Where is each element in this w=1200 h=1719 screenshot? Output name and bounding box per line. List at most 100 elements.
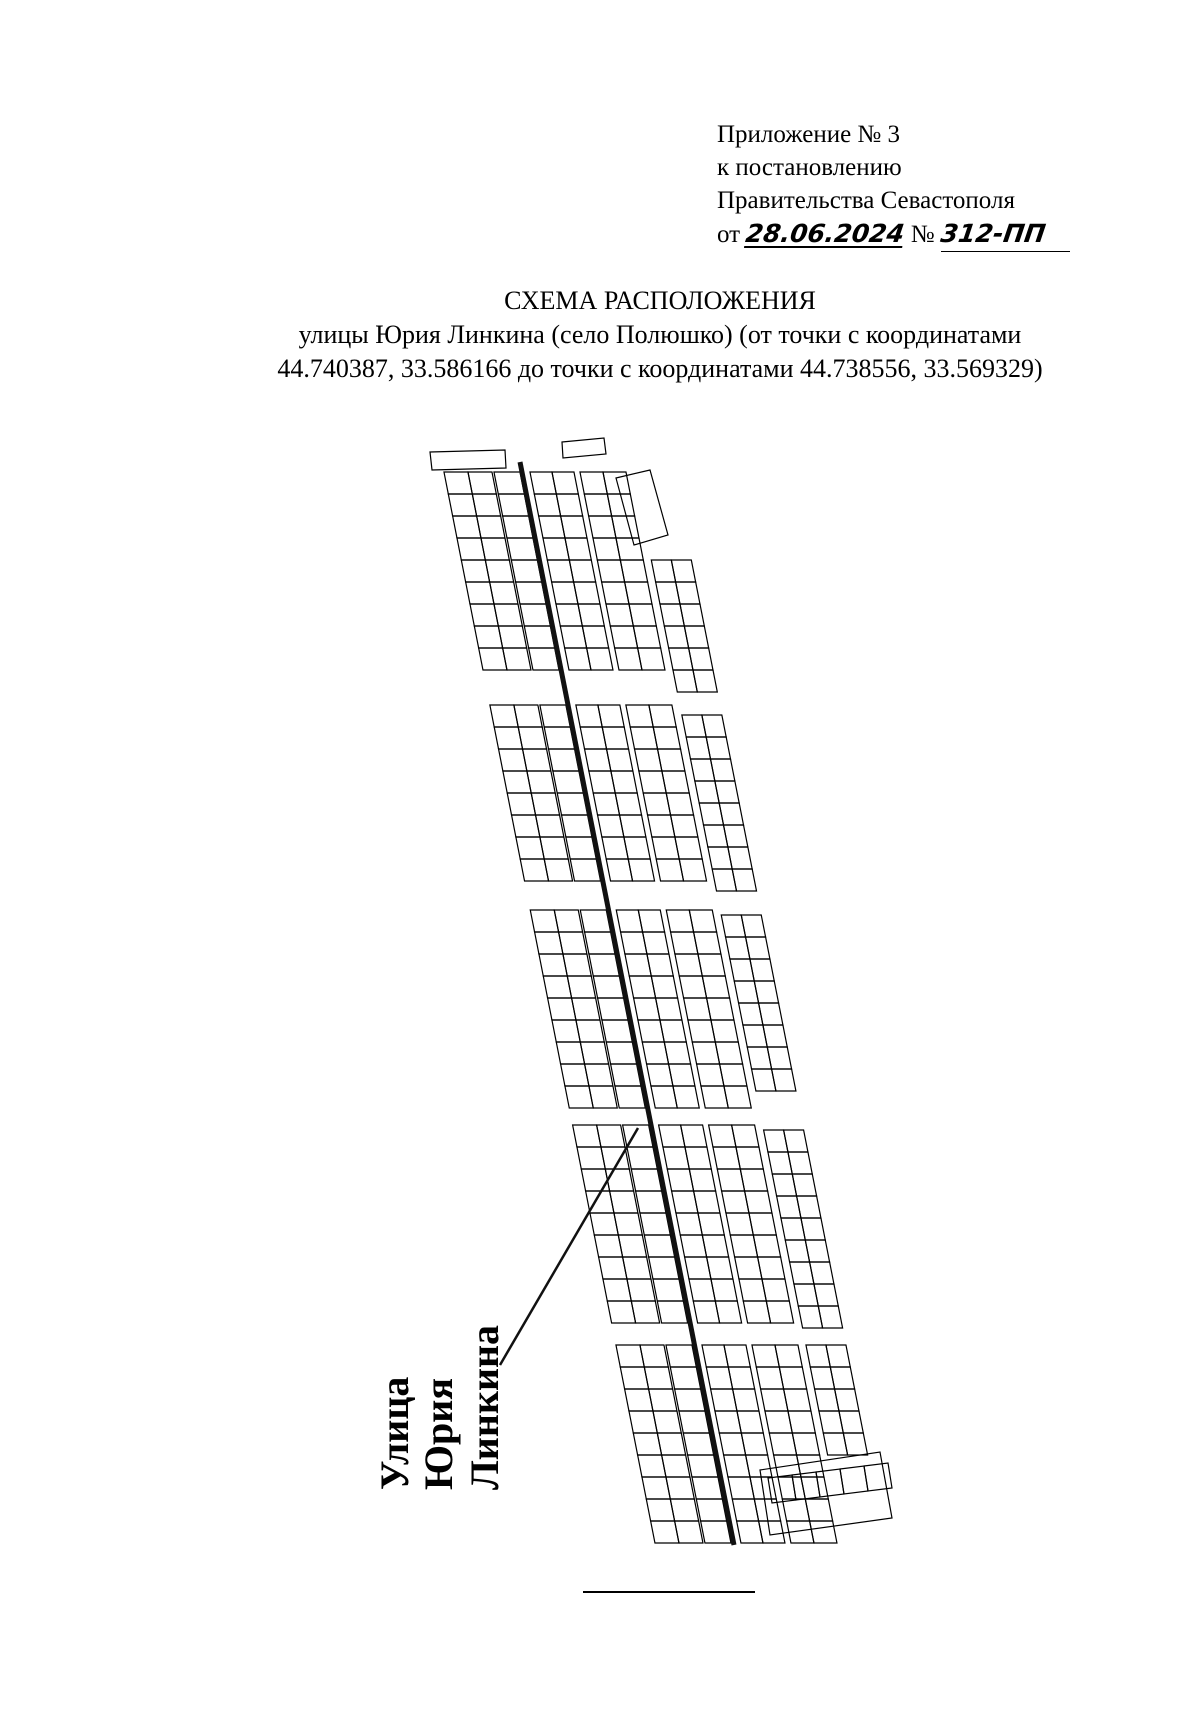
land-plot [710, 1278, 739, 1302]
land-plot [627, 858, 656, 882]
land-plot [617, 1234, 648, 1258]
land-plot [527, 647, 560, 671]
land-plot [615, 537, 645, 561]
land-plot [626, 1146, 659, 1170]
land-plot [501, 515, 534, 539]
title-heading: СХЕМА РАСПОЛОЖЕНИЯ [504, 286, 816, 315]
land-plot [761, 1278, 791, 1302]
land-plot [497, 625, 528, 649]
land-plot [672, 1085, 700, 1109]
land-plot [744, 936, 771, 960]
land-plot [652, 726, 682, 750]
date-prefix: от [717, 221, 741, 248]
land-plot [475, 515, 506, 539]
number-prefix: № [910, 221, 935, 248]
land-plot [609, 1063, 642, 1087]
land-plot [493, 471, 526, 495]
land-plot [656, 748, 686, 772]
street-label-line2: Юрия [416, 1378, 461, 1490]
land-plot [560, 814, 593, 838]
land-plot [800, 1217, 826, 1241]
land-plot [572, 581, 601, 605]
land-plot [643, 1366, 674, 1390]
land-plot [688, 909, 718, 933]
land-plot [697, 953, 726, 977]
land-plot [597, 704, 625, 728]
land-plot [753, 980, 780, 1004]
land-plot [523, 625, 556, 649]
land-plot [714, 1300, 743, 1324]
land-plot [519, 603, 552, 627]
land-plot [585, 647, 614, 671]
title-subject: улицы Юрия Линкина (село Полюшко) (от то… [298, 320, 1022, 349]
land-plot [543, 726, 576, 750]
land-plot [614, 1085, 646, 1109]
land-plot [526, 770, 556, 794]
land-plot [608, 1190, 639, 1214]
land-plot [569, 858, 602, 882]
land-plot [782, 1388, 812, 1412]
leader-line [498, 1127, 640, 1366]
land-plot [791, 1432, 821, 1456]
land-plot [613, 1212, 644, 1236]
appendix-date-line: от 28.06.2024 № 312-ПП [717, 217, 1071, 252]
land-plot [839, 1465, 869, 1495]
land-plot [628, 603, 658, 627]
street-label-line1: Улица [372, 1377, 417, 1490]
land-plot [863, 1462, 893, 1492]
land-plot [632, 625, 662, 649]
land-plot [722, 824, 749, 848]
land-plot [762, 1024, 788, 1048]
land-plot [530, 792, 561, 816]
land-plot [748, 1212, 778, 1236]
land-plot [727, 846, 753, 870]
land-plot [570, 997, 601, 1021]
land-plot [636, 647, 666, 671]
land-plot [736, 1410, 765, 1434]
land-plot [534, 814, 565, 838]
land-plot [577, 603, 606, 627]
land-plot [561, 437, 607, 459]
land-plot [730, 1124, 760, 1148]
land-plot [765, 1300, 795, 1324]
land-plot [647, 1388, 678, 1412]
land-plot [564, 537, 593, 561]
land-plot [829, 1366, 856, 1390]
land-plot [791, 1471, 821, 1501]
land-plot [547, 748, 580, 772]
land-plot [695, 1498, 728, 1522]
land-plot [804, 1239, 831, 1263]
land-plot [731, 1388, 760, 1412]
land-plot [674, 836, 703, 860]
land-plot [634, 1190, 667, 1214]
land-plot [619, 559, 649, 583]
land-plot [652, 1410, 683, 1434]
land-plot [650, 975, 679, 999]
land-plot [667, 1063, 696, 1087]
land-plot [615, 469, 669, 546]
land-plot [833, 1388, 860, 1412]
land-plot [673, 1388, 706, 1412]
land-plot [646, 953, 674, 977]
land-plot [714, 1041, 744, 1065]
land-plot [517, 726, 548, 750]
land-plot [727, 1366, 756, 1390]
land-plot [610, 515, 640, 539]
land-plot [663, 1041, 692, 1065]
closing-rule [583, 1591, 755, 1593]
land-plot [623, 581, 653, 605]
land-plot [579, 909, 612, 933]
land-plot [665, 1344, 698, 1368]
land-plot [679, 603, 706, 627]
land-plot [583, 931, 616, 955]
land-plot [643, 1234, 676, 1258]
land-plot [656, 1300, 689, 1324]
land-plot [618, 814, 647, 838]
street-label: Улица Юрия Линкина [372, 1325, 507, 1490]
document-title: СХЕМА РАСПОЛОЖЕНИЯ улицы Юрия Линкина (с… [200, 284, 1120, 386]
land-plot [605, 1041, 638, 1065]
land-plot [555, 493, 584, 517]
land-plot [665, 1476, 696, 1500]
land-plot [595, 1124, 626, 1148]
land-plot [543, 858, 574, 882]
